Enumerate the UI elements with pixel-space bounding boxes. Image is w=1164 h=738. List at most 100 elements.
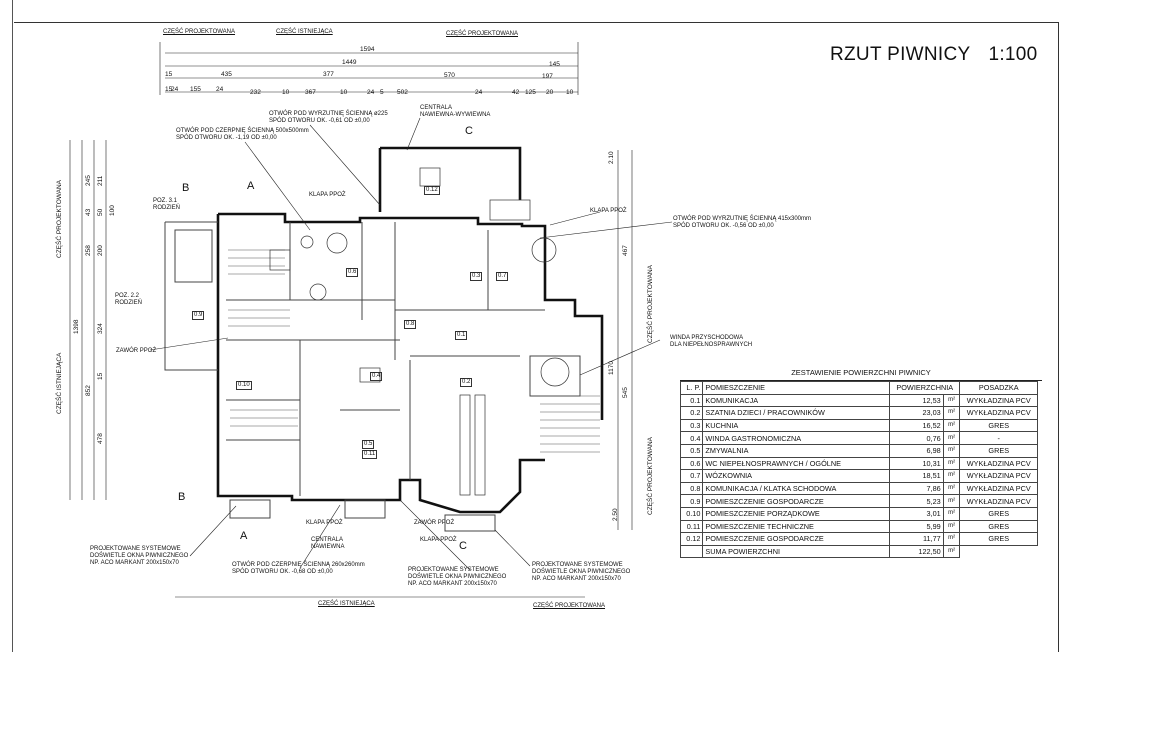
note-window-well-3-line3: NP. ACO MARKANT 200x150x70 [532, 576, 621, 582]
row-floor: - [959, 431, 1038, 445]
sheet-frame-left [12, 0, 13, 652]
row-unit: m² [942, 393, 961, 408]
row-unit: m² [942, 406, 961, 420]
note-window-well-2-line3: NP. ACO MARKANT 200x150x70 [408, 581, 497, 587]
section-mark-c-bottom: C [459, 540, 467, 552]
dim-left-852: 852 [85, 385, 92, 396]
row-floor: GRES [959, 443, 1038, 458]
label-projected-right-lower: CZĘŚĆ PROJEKTOWANA [647, 436, 654, 515]
row-floor: WYKŁADZINA PCV [959, 406, 1038, 420]
room-tag: 0.10 [236, 381, 252, 390]
row-area: 16,52 [889, 418, 944, 433]
header-lp: L. P. [679, 381, 704, 395]
row-lp: 0.11 [679, 519, 704, 534]
room-tag: 0.1 [455, 331, 468, 340]
note-window-well-3: PROJEKTOWANE SYSTEMOWE DOŚWIETLE OKNA PI… [532, 562, 630, 583]
note-fire-valve-2: ZAWÓR PPOŻ [414, 520, 455, 526]
dim-left-200: 200 [97, 245, 104, 256]
row-unit: m² [942, 469, 961, 483]
dim-left-50: 50 [97, 208, 104, 216]
row-floor: GRES [959, 506, 1038, 521]
dim-left-478: 478 [97, 433, 104, 444]
dim-top-row4-value: 232 [250, 89, 261, 96]
section-mark-b-top: B [182, 182, 190, 194]
row-lp: 0.9 [679, 494, 704, 508]
row-lp: 0.8 [679, 481, 704, 496]
dim-left-15: 15 [97, 372, 104, 380]
section-mark-c-top: C [465, 125, 473, 137]
note-window-well-2: PROJEKTOWANE SYSTEMOWE DOŚWIETLE OKNA PI… [408, 567, 506, 588]
room-tag: 0.7 [496, 272, 509, 281]
note-window-well-3-line2: DOŚWIETLE OKNA PIWNICZNEGO [532, 569, 631, 575]
note-intake-260: OTWÓR POD CZERPNIĘ ŚCIENNĄ 260x260mm SPÓ… [232, 562, 365, 576]
label-projected-top-left: CZĘŚĆ PROJEKTOWANA [163, 29, 236, 35]
row-unit: m² [942, 532, 961, 546]
room-tag: 0.8 [404, 320, 417, 329]
row-lp: 0.6 [679, 456, 704, 471]
dim-top-row4-value: 15 [165, 86, 173, 93]
row-lp: 0.12 [679, 532, 704, 546]
section-mark-a-bottom: A [240, 530, 248, 542]
note-exhaust-225-line2: SPÓD OTWORU OK. -0,61 OD ±0,00 [269, 118, 370, 124]
note-window-well-2-line2: DOŚWIETLE OKNA PIWNICZNEGO [408, 574, 507, 580]
dim-top-145: 145 [549, 61, 560, 68]
area-summary-table: ZESTAWIENIE POWIERZCHNI PIWNICY L. P. PO… [679, 366, 1042, 559]
dim-left-100: 100 [109, 205, 116, 216]
row-lp: 0.3 [679, 418, 704, 433]
label-projected-top-right: CZĘŚĆ PROJEKTOWANA [446, 31, 519, 37]
note-stair-lift-line1: WINDA PRZYSCHODOWA [670, 335, 744, 341]
dim-right-210: 2.10 [608, 151, 615, 164]
room-tag: 0.9 [192, 311, 205, 320]
row-room: KOMUNIKACJA [702, 393, 891, 408]
dim-left-258: 258 [85, 245, 92, 256]
dim-top-row4-value: 155 [190, 86, 201, 93]
note-window-well-2-line1: PROJEKTOWANE SYSTEMOWE [408, 567, 499, 573]
note-exhaust-415-line2: SPÓD OTWORU OK. -0,56 OD ±0,00 [673, 223, 774, 229]
row-room: ZMYWALNIA [702, 443, 891, 458]
row-room: KUCHNIA [702, 418, 891, 433]
label-existing-left: CZĘŚĆ ISTNIEJĄCA [56, 352, 63, 414]
sum-label: SUMA POWIERZCHNI [702, 544, 891, 559]
note-central-top-line2: NAWIEWNA-WYWIEWNA [420, 112, 491, 118]
row-area: 11,77 [889, 532, 944, 546]
dim-left-324: 324 [97, 323, 104, 334]
room-tag: 0.3 [470, 272, 483, 281]
note-central-unit-bottom: CENTRALA NAWIEWNA [311, 537, 344, 551]
row-area: 5,23 [889, 494, 944, 508]
row-room: WC NIEPEŁNOSPRAWNYCH / OGÓLNE [702, 456, 891, 471]
note-window-well-1-line2: DOŚWIETLE OKNA PIWNICZNEGO [90, 553, 189, 559]
note-window-well-1-line1: PROJEKTOWANE SYSTEMOWE [90, 546, 181, 552]
row-area: 12,53 [889, 393, 944, 408]
room-tag: 0.4 [370, 372, 383, 381]
note-poz-31-line1: POZ. 3.1 [153, 198, 178, 204]
row-room: POMIESZCZENIE GOSPODARCZE [702, 532, 891, 546]
row-floor: GRES [959, 519, 1038, 534]
room-tag: 0.5 [362, 440, 375, 449]
note-exhaust-225: OTWÓR POD WYRZUTNIĘ ŚCIENNĄ ø225 SPÓD OT… [269, 111, 388, 125]
dim-top-197: 197 [542, 73, 553, 80]
dim-top-435: 435 [221, 71, 232, 78]
dim-top-row4-value: 10 [282, 89, 290, 96]
dim-right-250: 2.50 [612, 508, 619, 521]
row-area: 0,76 [889, 431, 944, 445]
dimension-lines [69, 42, 633, 598]
room-tag: 0.6 [346, 268, 359, 277]
row-floor: GRES [959, 418, 1038, 433]
row-area: 5,99 [889, 519, 944, 534]
sheet-frame-right [1058, 22, 1059, 652]
note-intake-500: OTWÓR POD CZERPNIĘ ŚCIENNĄ 500x500mm SPÓ… [176, 128, 309, 142]
dim-top-row4-value: 20 [546, 89, 554, 96]
row-lp: 0.4 [679, 431, 704, 445]
note-central-bottom-line1: CENTRALA [311, 537, 344, 543]
row-lp: 0.10 [679, 506, 704, 521]
note-intake-260-line1: OTWÓR POD CZERPNIĘ ŚCIENNĄ 260x260mm [232, 562, 365, 568]
